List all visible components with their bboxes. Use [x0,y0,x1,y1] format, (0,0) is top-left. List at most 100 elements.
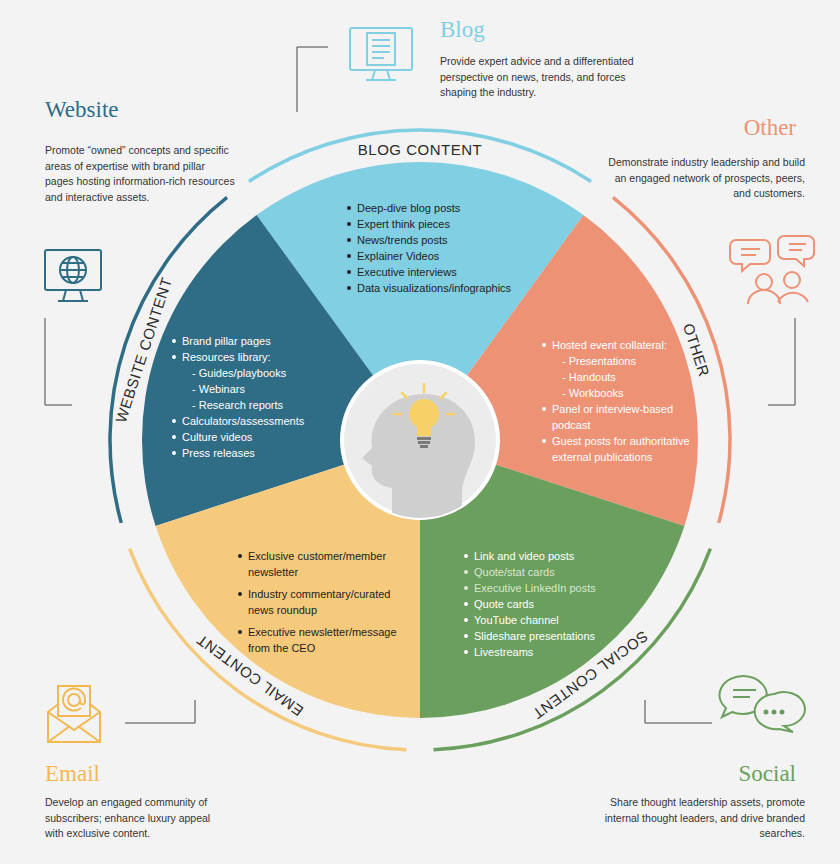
illustration-part [778,236,814,266]
illustration-part [645,700,712,723]
list-item: Guest posts for authoritative external p… [540,433,698,465]
list-item: Resources library: [170,349,340,365]
list-item: Executive LinkedIn posts [462,580,614,596]
list-item: Deep-dive blog posts [345,200,540,216]
list-item: Exclusive customer/member newsletter [236,548,408,580]
illustration-part [48,726,70,742]
list-item: Culture videos [170,429,340,445]
email-icon [48,686,100,742]
section-description: Demonstrate industry leadership and buil… [595,155,805,202]
pie-sector: SOCIAL CONTENTLink and video postsQuote/… [100,120,740,760]
leader-lines [45,47,795,723]
illustration-part [58,686,90,716]
illustration-part [62,262,84,264]
illustration-part [423,384,426,392]
illustration-part [781,711,784,714]
section-description: Develop an engaged community of subscrib… [45,795,215,842]
ring-arc [249,130,591,181]
list-item: Data visualizations/infographics [345,280,540,296]
illustration-part [372,45,390,47]
content-list: Hosted event collateral:- Presentations-… [540,337,698,465]
section-description: Provide expert advice and a differentiat… [440,54,655,101]
illustration-part [447,413,454,416]
list-item: Panel or interview-based podcast [540,401,698,433]
illustration-part [417,437,431,440]
illustration-part [80,290,83,301]
list-item: - Workbooks [540,385,698,401]
section-description: Share thought leadership assets, promote… [600,795,805,842]
illustration-part [63,290,66,301]
illustration-part [58,300,88,302]
illustration-part [372,51,390,53]
list-item: Industry commentary/curated news roundup [236,586,408,618]
sector-fill [156,465,420,718]
illustration-part [420,445,428,448]
illustration-part [756,274,772,290]
list-item: Explainer Videos [345,248,540,264]
list-item: Slideshare presentations [462,628,614,644]
illustration-part [765,711,768,714]
section-heading: Other [596,114,796,142]
section-heading: Website [45,96,245,124]
illustration-part [63,689,85,711]
list-item: Quote/stat cards [462,564,614,580]
illustration-part [748,290,780,304]
illustration-part [733,696,750,698]
list-item: - Handouts [540,369,698,385]
illustration-part [773,711,776,714]
illustration-part [62,276,84,278]
list-item: Hosted event collateral: [540,337,698,353]
social-icon [719,676,804,732]
list-item: News/trends posts [345,232,540,248]
illustration-part [789,249,802,251]
illustration-part [297,47,328,112]
ring-label: BLOG CONTENT [358,142,482,158]
content-list: Brand pillar pagesResources library:- Gu… [170,333,340,461]
list-item: - Research reports [170,397,340,413]
illustration-part [372,57,384,59]
illustration-part [45,318,72,405]
illustration-part [755,692,805,732]
illustration-part [784,272,800,288]
illustration-part [768,318,795,405]
illustration-part [733,689,756,691]
illustration-part [417,426,431,436]
illustration-part [372,39,390,41]
list-item: - Guides/playbooks [170,365,340,381]
illustration-part [366,79,396,81]
illustration-part [125,700,195,723]
content-list: Exclusive customer/member newsletterIndu… [236,548,408,656]
illustration-part [45,250,101,290]
list-item: Executive newsletter/message from the CE… [236,624,408,656]
illustration-part [394,384,454,414]
list-item: Press releases [170,445,340,461]
illustration-part [60,257,86,283]
illustration-part [60,269,86,271]
illustration-part [68,694,80,706]
list-item: Brand pillar pages [170,333,340,349]
blog-icon [350,28,412,80]
illustration-part [372,70,375,80]
illustration-part [418,441,430,444]
website-icon [45,250,101,301]
section-heading: Social [596,760,796,788]
list-item: Calculators/assessments [170,413,340,429]
list-item: Expert think pieces [345,216,540,232]
list-item: Link and video posts [462,548,614,564]
list-item: YouTube channel [462,612,614,628]
illustration-part [409,399,439,429]
content-list: Link and video postsQuote/stat cardsExec… [462,548,614,660]
illustration-part [778,293,808,302]
other-icon [730,236,814,304]
section-heading: Blog [440,16,640,44]
illustration-part [741,254,756,256]
illustration-part [741,248,760,250]
illustration-part [441,393,446,398]
section-description: Promote “owned” concepts and specific ar… [45,143,235,205]
illustration-part [789,243,806,245]
content-list: Deep-dive blog postsExpert think piecesN… [345,200,540,296]
list-item: - Webinars [170,381,340,397]
illustration-part [387,70,390,80]
list-item: - Presentations [540,353,698,369]
illustration-part [78,726,100,742]
